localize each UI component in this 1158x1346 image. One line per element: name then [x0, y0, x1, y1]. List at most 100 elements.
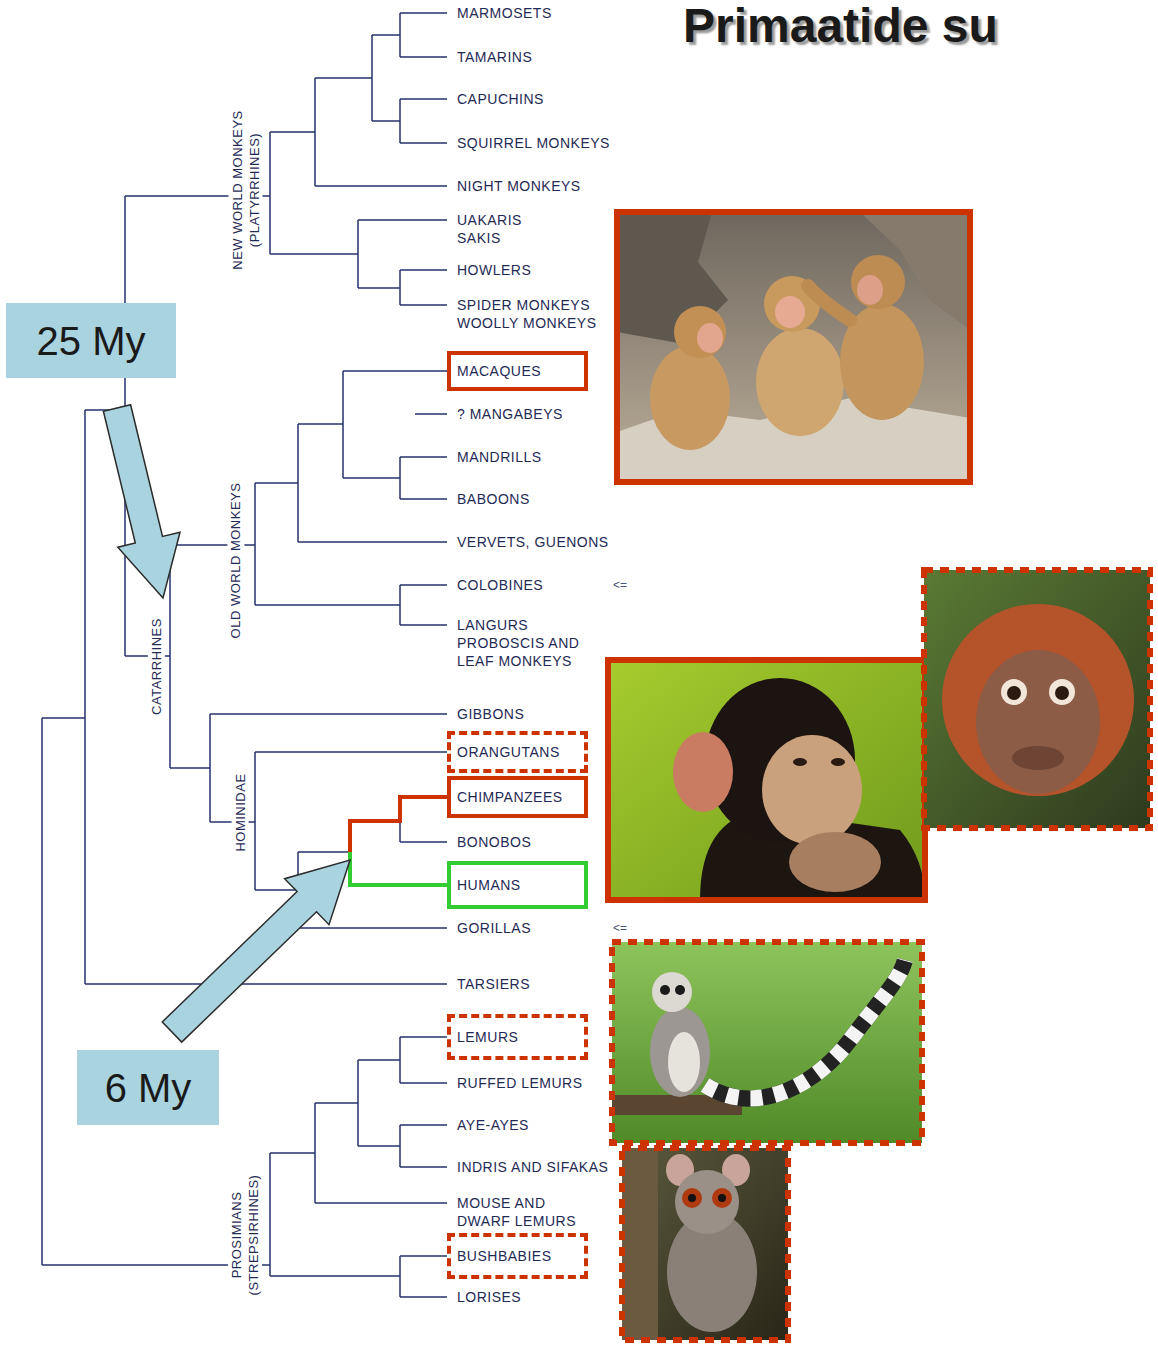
- label-holder: MARMOSETS: [457, 4, 552, 22]
- label-holder: LANGURS PROBOSCIS AND LEAF MONKEYS: [457, 616, 605, 670]
- bushbaby-eye: [712, 1188, 732, 1208]
- box-label: MACAQUES: [457, 362, 541, 380]
- label-holder: COLOBINES: [457, 576, 543, 594]
- label-holder: OLD WORLD MONKEYS: [227, 479, 244, 641]
- photo-ground: [608, 660, 925, 900]
- orangutan-eye: [1049, 679, 1075, 705]
- taxon-name: NIGHT MONKEYS: [457, 177, 581, 195]
- monkey-body: [650, 346, 730, 450]
- label-holder: UAKARIS SAKIS: [457, 211, 547, 247]
- lemur-tail-rings: [705, 960, 905, 1098]
- page-title: Primaatide su: [683, 0, 998, 52]
- chimp-eye: [831, 758, 845, 766]
- lemur-body: [650, 1007, 710, 1097]
- label-holder: RUFFED LEMURS: [457, 1074, 583, 1092]
- taxon-name: SPIDER MONKEYS WOOLLY MONKEYS: [457, 296, 615, 332]
- taxon-name: INDRIS AND SIFAKAS: [457, 1158, 608, 1176]
- lemur-tail: [705, 960, 905, 1098]
- taxon-name: COLOBINES: [457, 576, 543, 594]
- photo-frame: [622, 1148, 788, 1340]
- tree-trunk: [622, 1148, 658, 1340]
- taxon-name: ? MANGABEYS: [457, 405, 563, 423]
- taxon-name: UAKARIS SAKIS: [457, 211, 547, 247]
- lemur-belly: [668, 1032, 700, 1092]
- taxon-name: BONOBOS: [457, 833, 531, 851]
- pointer-arrow: [162, 860, 350, 1042]
- box-label: LEMURS: [457, 1028, 518, 1046]
- photo-frame: [617, 212, 970, 482]
- taxon-name: TARSIERS: [457, 975, 530, 993]
- time-box: 25 My: [6, 303, 176, 378]
- clade-name: HOMINIDAE: [231, 770, 248, 854]
- orangutan-pupil: [1007, 686, 1021, 700]
- highlight-box: CHIMPANZEES: [447, 776, 588, 818]
- label-holder: INDRIS AND SIFAKAS: [457, 1158, 608, 1176]
- label-holder: PROSIMIANS (STREPSIRHINES): [228, 1162, 262, 1308]
- box-label: 6 My: [105, 1065, 192, 1111]
- label-holder: <=: [613, 921, 627, 935]
- human-lineage: [350, 852, 447, 885]
- label-holder: BABOONS: [457, 490, 530, 508]
- orangutan-face: [976, 650, 1100, 794]
- photo-ground: [924, 570, 1150, 828]
- box-label: ORANGUTANS: [457, 743, 560, 761]
- monkey-face: [775, 296, 805, 328]
- taxon-name: VERVETS, GUENONS: [457, 533, 609, 551]
- box-label: BUSHBABIES: [457, 1247, 551, 1265]
- label-holder: MANDRILLS: [457, 448, 542, 466]
- bushbaby-eye: [682, 1188, 702, 1208]
- bushbaby-pupil: [688, 1194, 696, 1202]
- label-holder: NEW WORLD MONKEYS (PLATYRRHINES): [228, 95, 262, 286]
- monkey-head: [851, 255, 905, 309]
- monkey-head: [674, 306, 726, 358]
- label-holder: CAPUCHINS: [457, 90, 544, 108]
- highlight-box: ORANGUTANS: [447, 731, 588, 773]
- orangutan-mouth: [1012, 746, 1064, 770]
- monkey-face: [697, 323, 723, 353]
- box-label: HUMANS: [457, 876, 521, 894]
- label-holder: LORISES: [457, 1288, 521, 1306]
- orangutan-pupil: [1055, 686, 1069, 700]
- taxon-name: CAPUCHINS: [457, 90, 544, 108]
- taxon-name: BABOONS: [457, 490, 530, 508]
- orangutan-eye: [1001, 679, 1027, 705]
- marker-sign: <=: [613, 578, 627, 592]
- taxon-name: MARMOSETS: [457, 4, 552, 22]
- chimp-lineage: [350, 797, 447, 852]
- highlight-box: MACAQUES: [447, 351, 588, 391]
- label-holder: HOMINIDAE: [231, 770, 248, 854]
- taxon-name: SQUIRREL MONKEYS: [457, 134, 610, 152]
- label-holder: ? MANGABEYS: [457, 405, 563, 423]
- box-label: 25 My: [37, 318, 146, 364]
- bushbaby-pupil: [718, 1194, 726, 1202]
- clade-name: PROSIMIANS (STREPSIRHINES): [228, 1162, 262, 1308]
- orangutan-photo: [924, 570, 1150, 828]
- pointer-arrow: [103, 405, 180, 598]
- macaque-photo: [617, 212, 970, 482]
- label-holder: NIGHT MONKEYS: [457, 177, 581, 195]
- label-holder: SQUIRREL MONKEYS: [457, 134, 610, 152]
- highlight-box: HUMANS: [447, 861, 588, 909]
- label-holder: HOWLERS: [457, 261, 531, 279]
- monkey-body: [756, 328, 844, 436]
- lemur-head: [652, 972, 692, 1012]
- photo-ground: [617, 212, 970, 482]
- photo-ground: [622, 1148, 788, 1340]
- lemur-photo: [612, 942, 922, 1143]
- label-holder: SPIDER MONKEYS WOOLLY MONKEYS: [457, 296, 615, 332]
- taxon-name: LORISES: [457, 1288, 521, 1306]
- taxon-name: GIBBONS: [457, 705, 524, 723]
- taxon-name: AYE-AYES: [457, 1116, 529, 1134]
- tree-branch: [42, 13, 447, 1297]
- chimp-ear: [673, 732, 733, 812]
- photo-frame: [924, 570, 1150, 828]
- chimp-eye: [793, 758, 807, 766]
- label-holder: AYE-AYES: [457, 1116, 529, 1134]
- label-holder: <=: [613, 578, 627, 592]
- orangutan-head: [942, 604, 1134, 796]
- taxon-name: LANGURS PROBOSCIS AND LEAF MONKEYS: [457, 616, 605, 670]
- clade-name: CATARRHINES: [148, 615, 165, 718]
- taxon-name: MOUSE AND DWARF LEMURS: [457, 1194, 589, 1230]
- monkey-arm: [808, 286, 850, 320]
